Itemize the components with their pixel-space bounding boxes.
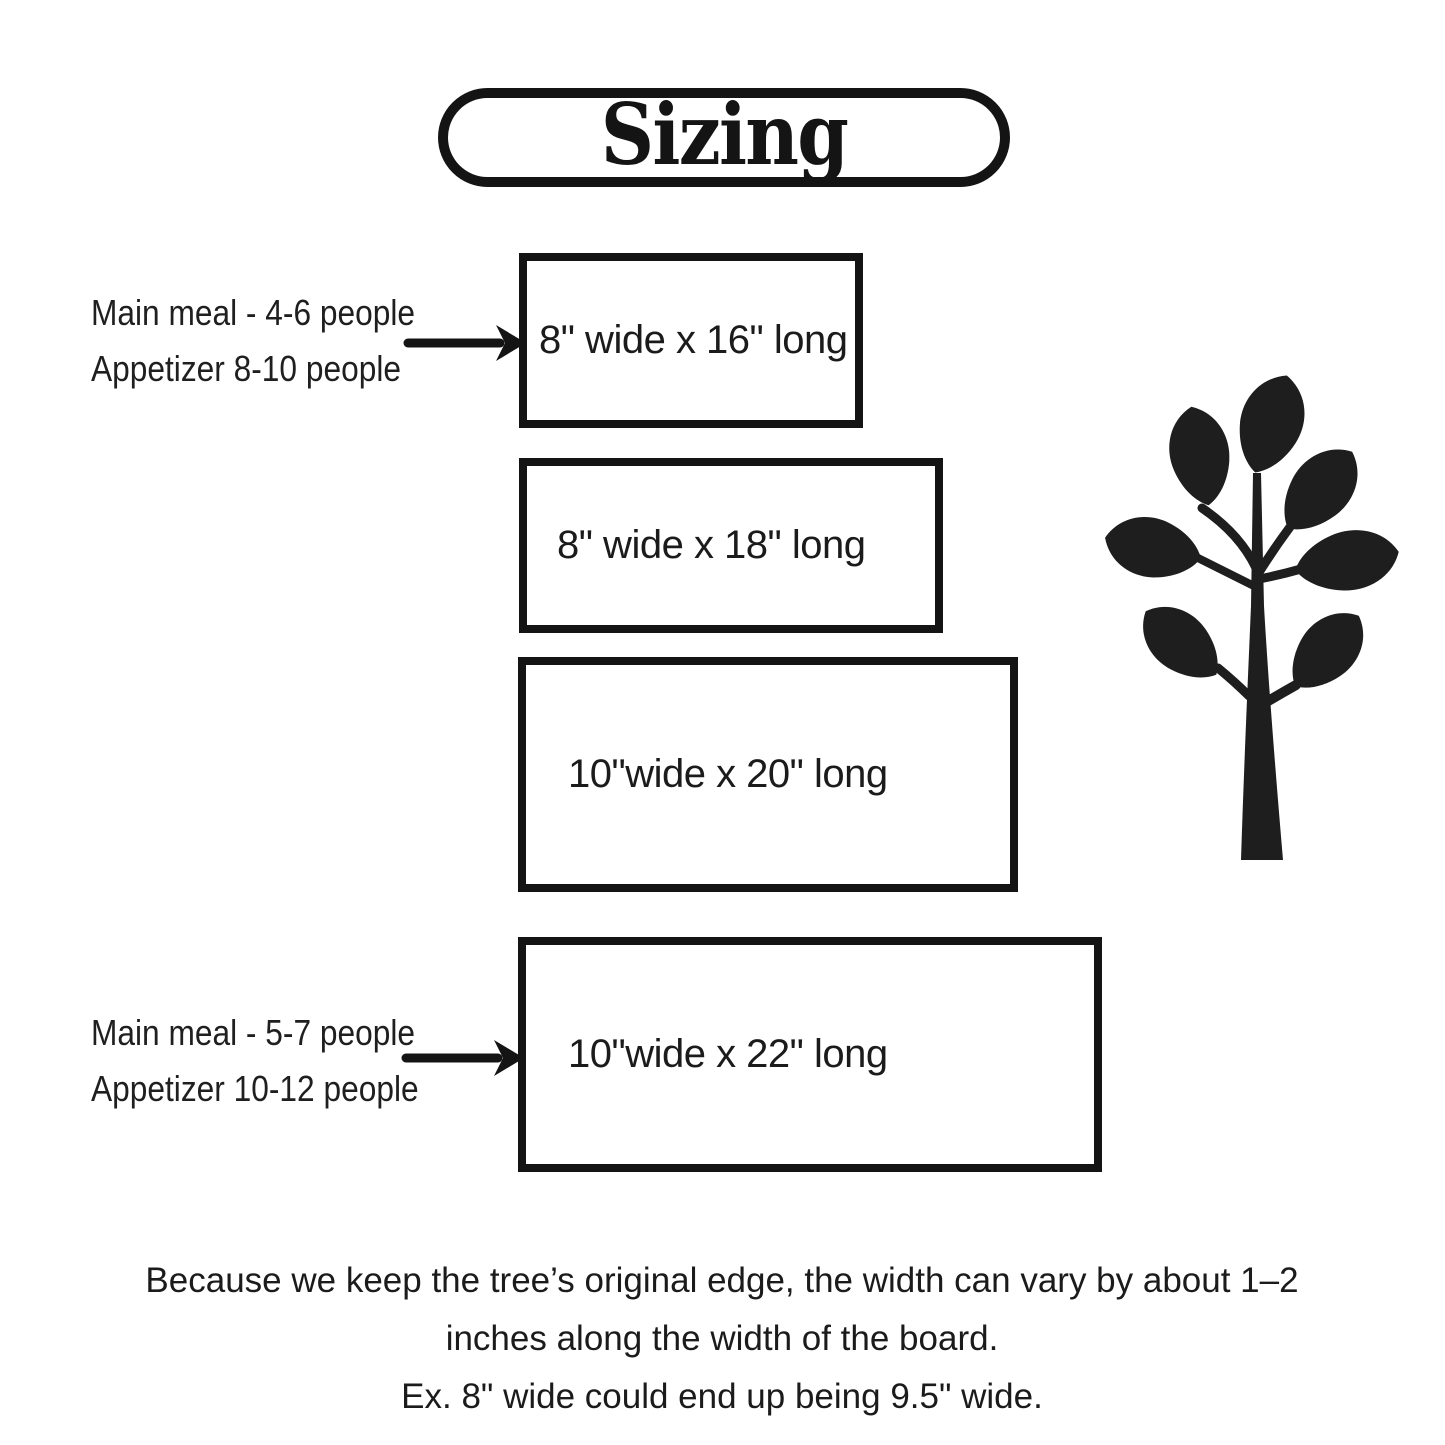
footnote-line-3: Ex. 8" wide could end up being 9.5" wide… (401, 1377, 1043, 1416)
board-size-box-10x22: 10"wide x 22" long (518, 937, 1102, 1172)
annotation-line-appetizer: Appetizer 10-12 people (91, 1068, 419, 1109)
annotation-line-main-meal: Main meal - 5-7 people (91, 1012, 416, 1053)
footnote-line-2: inches along the width of the board. (445, 1319, 999, 1358)
board-size-label: 10"wide x 22" long (568, 1032, 888, 1076)
annotation-line-main-meal: Main meal - 4-6 people (91, 292, 416, 333)
footnote-line-1: Because we keep the tree’s original edge… (145, 1261, 1299, 1300)
board-size-box-8x18: 8" wide x 18" long (519, 458, 943, 633)
title-pill: Sizing (438, 88, 1010, 187)
right-arrow-icon (403, 325, 526, 361)
board-size-box-10x20: 10"wide x 20" long (518, 657, 1018, 892)
tree-icon (1105, 375, 1399, 860)
serving-note-small-board: Main meal - 4-6 people Appetizer 8-10 pe… (91, 285, 416, 397)
footnote: Because we keep the tree’s original edge… (52, 1252, 1392, 1426)
board-size-label: 10"wide x 20" long (568, 752, 888, 796)
page-title: Sizing (600, 84, 849, 184)
annotation-line-appetizer: Appetizer 8-10 people (91, 348, 401, 389)
serving-note-large-board: Main meal - 5-7 people Appetizer 10-12 p… (91, 1005, 419, 1117)
board-size-box-8x16: 8" wide x 16" long (519, 253, 863, 428)
board-size-label: 8" wide x 16" long (539, 318, 848, 362)
board-size-label: 8" wide x 18" long (557, 523, 866, 567)
right-arrow-icon (401, 1040, 524, 1076)
